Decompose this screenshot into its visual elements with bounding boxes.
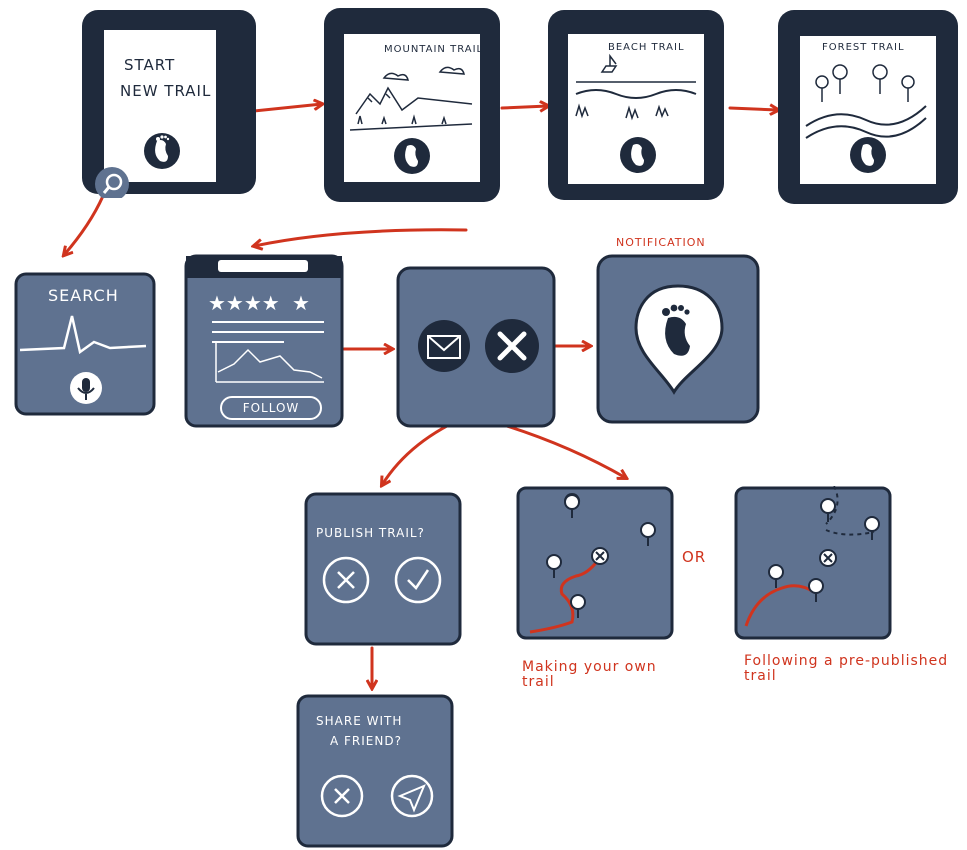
beach-title: BEACH TRAIL <box>608 42 685 53</box>
screen-forest-trail[interactable] <box>776 8 962 208</box>
start-title-line1: START <box>124 56 176 74</box>
arrow-beach-to-forest <box>728 108 778 110</box>
svg-text:★★★★: ★★★★ <box>208 291 280 315</box>
pre-published-caption: Following a pre-published trail <box>744 653 949 684</box>
send-icon <box>390 774 434 818</box>
rating-stars: ★★★★ ★ <box>208 291 310 315</box>
footprint-icon <box>662 304 690 356</box>
screen-start-new-trail[interactable] <box>80 8 260 198</box>
notification-label: NOTIFICATION <box>616 236 706 249</box>
mountain-title: MOUNTAIN TRAIL <box>384 44 484 55</box>
screen-share[interactable] <box>296 694 456 848</box>
screen-beach-trail[interactable] <box>546 8 728 208</box>
screen-search[interactable] <box>14 272 158 420</box>
close-icon <box>322 556 370 604</box>
forest-title: FOREST TRAIL <box>822 42 905 53</box>
or-label: OR <box>682 548 707 566</box>
search-icon <box>95 167 129 198</box>
share-title-line1: SHARE WITH <box>316 714 403 728</box>
screen-own-trail-map[interactable] <box>516 486 676 642</box>
check-icon <box>394 556 442 604</box>
own-trail-caption: Making your own trail <box>522 659 657 690</box>
svg-text:★: ★ <box>292 291 310 315</box>
screen-choice[interactable] <box>396 266 558 430</box>
follow-button[interactable]: FOLLOW <box>220 396 322 420</box>
arrow-mountain-to-beach <box>500 106 548 108</box>
arrow-search-branch <box>64 194 105 255</box>
close-icon <box>320 774 364 818</box>
screen-trail-detail[interactable]: ★★★★ ★ <box>184 254 346 430</box>
arrow-to-trail-detail <box>254 228 468 246</box>
search-title: SEARCH <box>48 286 119 305</box>
map-pin-icon <box>546 493 656 618</box>
screen-publish-trail[interactable] <box>304 492 464 648</box>
arrow-start-to-mountain <box>242 104 322 114</box>
share-title-line2: A FRIEND? <box>330 734 402 748</box>
map-pin-icon <box>768 498 880 602</box>
start-title-line2: NEW TRAIL <box>120 82 212 100</box>
publish-title: PUBLISH TRAIL? <box>316 526 425 540</box>
screen-mountain-trail[interactable] <box>322 6 504 206</box>
screen-notification[interactable] <box>596 254 762 426</box>
map-icon <box>418 320 470 372</box>
screen-pre-published-map[interactable] <box>734 486 894 642</box>
